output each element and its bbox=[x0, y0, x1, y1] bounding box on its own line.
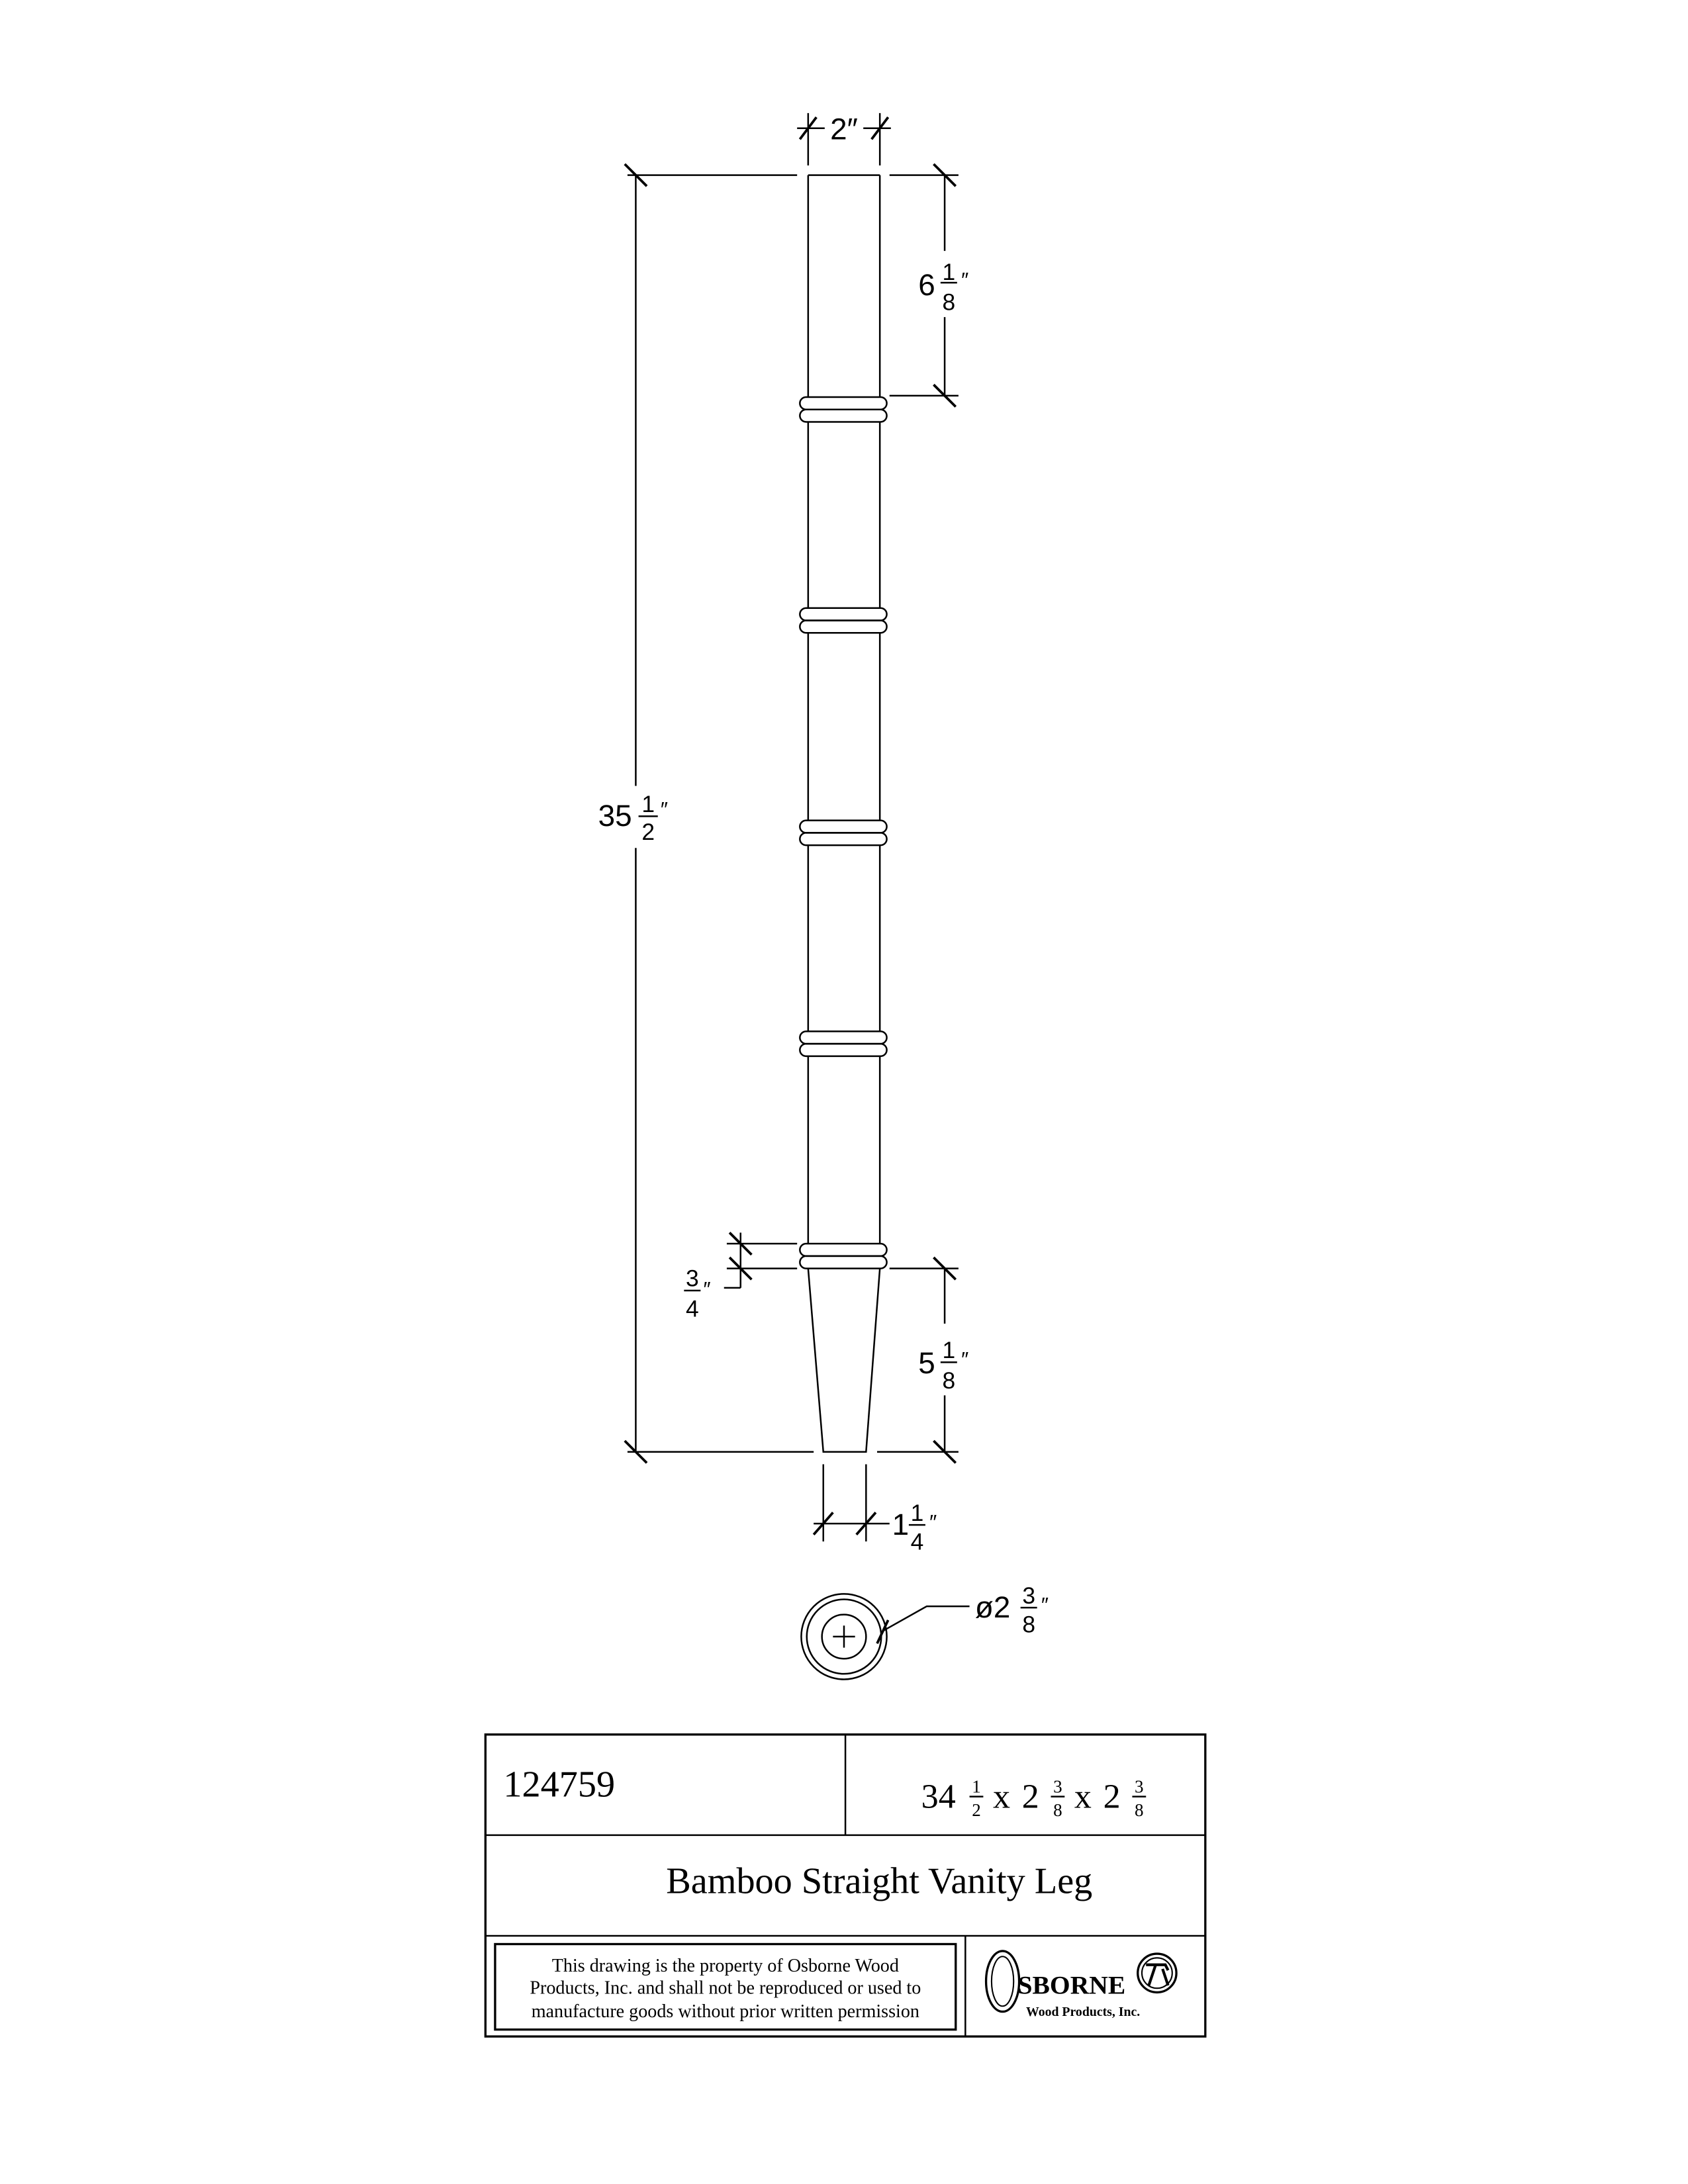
svg-text:manufacture goods without prio: manufacture goods without prior written … bbox=[532, 2001, 919, 2022]
svg-text:x: x bbox=[1074, 1778, 1092, 1815]
leg-elevation bbox=[799, 174, 888, 1453]
svg-text:2: 2 bbox=[1022, 1778, 1039, 1815]
dim-value: 2 bbox=[830, 112, 847, 146]
tapered-foot bbox=[807, 1268, 881, 1453]
property-notice: This drawing is the property of Osborne … bbox=[530, 1956, 921, 2022]
svg-text:1: 1 bbox=[942, 259, 955, 285]
svg-text:8: 8 bbox=[1135, 1800, 1144, 1820]
svg-text:This drawing is the property o: This drawing is the property of Osborne … bbox=[552, 1956, 899, 1976]
part-name: Bamboo Straight Vanity Leg bbox=[666, 1860, 1092, 1901]
svg-text:3: 3 bbox=[1022, 1582, 1035, 1609]
svg-text:1: 1 bbox=[942, 1337, 955, 1363]
svg-text:1: 1 bbox=[641, 791, 655, 817]
svg-text:2: 2 bbox=[641, 819, 655, 845]
svg-text:″: ″ bbox=[1041, 1593, 1049, 1616]
svg-text:1: 1 bbox=[972, 1776, 981, 1796]
svg-text:4: 4 bbox=[911, 1529, 924, 1555]
part-number: 124759 bbox=[503, 1764, 615, 1805]
dim-top-section: 6 1 8 ″ bbox=[889, 163, 968, 408]
svg-text:35: 35 bbox=[598, 799, 632, 833]
svg-text:ø2: ø2 bbox=[975, 1590, 1010, 1624]
svg-text:4: 4 bbox=[686, 1296, 699, 1322]
svg-text:Wood Products, Inc.: Wood Products, Inc. bbox=[1026, 2005, 1140, 2019]
bamboo-rings bbox=[799, 396, 888, 1269]
svg-text:1: 1 bbox=[892, 1508, 910, 1541]
title-block: 124759 34 1 2 x 2 3 8 x 2 3 8 Bamboo Str… bbox=[484, 1733, 1207, 2038]
svg-text:8: 8 bbox=[942, 289, 955, 316]
svg-text:″: ″ bbox=[961, 1348, 968, 1371]
svg-text:1: 1 bbox=[911, 1500, 924, 1526]
svg-text:″: ″ bbox=[661, 797, 668, 821]
svg-text:8: 8 bbox=[942, 1367, 955, 1394]
svg-text:6: 6 bbox=[918, 268, 935, 302]
dim-foot-taper: 5 1 8 ″ bbox=[889, 1256, 968, 1464]
dim-overall-height: 35 1 2 ″ bbox=[598, 163, 959, 1464]
dim-foot-width: 1 1 4 ″ bbox=[812, 1464, 937, 1555]
svg-text:x: x bbox=[993, 1778, 1010, 1815]
svg-text:5: 5 bbox=[918, 1346, 935, 1380]
svg-text:2″: 2″ bbox=[830, 112, 858, 146]
svg-text:SBORNE: SBORNE bbox=[1018, 1971, 1126, 2000]
svg-text:3: 3 bbox=[686, 1265, 699, 1292]
dim-top-width: 2″ bbox=[797, 112, 891, 166]
svg-text:″: ″ bbox=[929, 1510, 937, 1533]
svg-text:8: 8 bbox=[1022, 1612, 1035, 1638]
svg-text:3: 3 bbox=[1135, 1776, 1144, 1796]
svg-text:2: 2 bbox=[972, 1800, 981, 1820]
leg-shaft bbox=[807, 175, 881, 1244]
svg-text:2: 2 bbox=[1103, 1778, 1121, 1815]
svg-text:3: 3 bbox=[1053, 1776, 1062, 1796]
osborne-logo: SBORNE Wood Products, Inc. bbox=[984, 1950, 1178, 2019]
svg-text:Products, Inc. and shall not b: Products, Inc. and shall not be reproduc… bbox=[530, 1978, 921, 1999]
svg-text:″: ″ bbox=[961, 268, 968, 291]
dim-ring-band: 3 4 ″ bbox=[684, 1232, 798, 1322]
svg-text:34: 34 bbox=[921, 1778, 956, 1815]
section-view: ø2 3 8 ″ bbox=[800, 1582, 1049, 1680]
svg-text:8: 8 bbox=[1053, 1800, 1062, 1820]
part-size: 34 1 2 x 2 3 8 x 2 3 8 bbox=[921, 1776, 1147, 1820]
hammer-emblem-icon bbox=[1137, 1952, 1178, 1994]
svg-text:″: ″ bbox=[704, 1277, 711, 1300]
